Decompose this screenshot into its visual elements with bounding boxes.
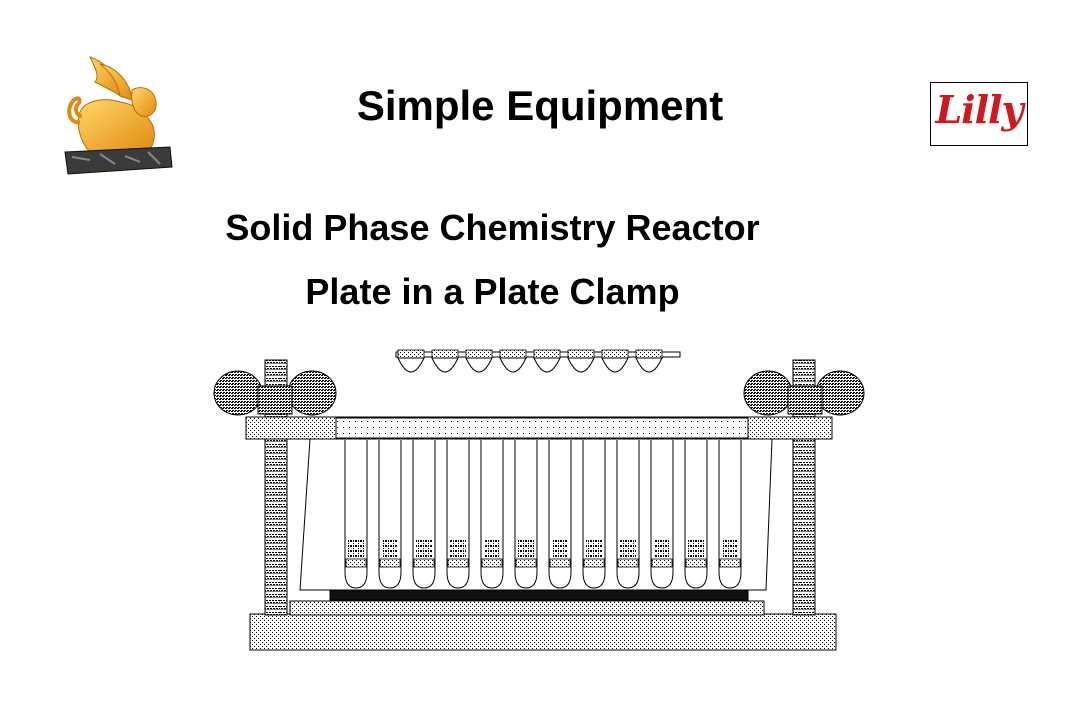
sphinx-logo-icon — [64, 56, 173, 175]
resin-bed — [518, 540, 534, 557]
resin-bed — [688, 540, 704, 557]
lilly-logo-text: Lilly — [935, 87, 1023, 132]
slide-title: Simple Equipment — [356, 82, 724, 129]
top-well — [499, 349, 527, 373]
top-well — [601, 349, 629, 373]
resin-bed — [416, 540, 432, 557]
resin-bed — [722, 540, 738, 557]
resin-bed — [348, 540, 364, 557]
top-well — [635, 349, 663, 373]
base-step — [289, 600, 765, 616]
reaction-tube — [446, 440, 470, 589]
frit — [549, 558, 571, 568]
frit — [481, 558, 503, 568]
frit — [413, 558, 435, 568]
reaction-tube — [548, 440, 572, 589]
frit — [617, 558, 639, 568]
right-wing-nut-icon — [743, 370, 865, 416]
top-well — [397, 349, 425, 373]
left-wing-nut-icon — [213, 370, 337, 416]
frit — [583, 558, 605, 568]
frit — [345, 558, 367, 568]
subtitle-line-2: Plate in a Plate Clamp — [305, 271, 680, 312]
top-well — [431, 349, 459, 373]
reaction-tube — [684, 440, 708, 589]
resin-bed — [382, 540, 398, 557]
frit — [651, 558, 673, 568]
resin-bed — [484, 540, 500, 557]
reaction-tube — [650, 440, 674, 589]
bottom-plate — [329, 589, 749, 601]
reaction-tube — [378, 440, 402, 589]
reaction-tube — [616, 440, 640, 589]
reaction-tube — [412, 440, 436, 589]
reaction-tube — [582, 440, 606, 589]
resin-bed — [450, 540, 466, 557]
top-well — [567, 349, 595, 373]
resin-bed — [654, 540, 670, 557]
reaction-tube — [718, 440, 742, 589]
resin-bed — [586, 540, 602, 557]
reaction-tube — [480, 440, 504, 589]
frit — [515, 558, 537, 568]
subtitle-line-1: Solid Phase Chemistry Reactor — [225, 207, 760, 248]
top-wells-strip — [395, 349, 681, 373]
frit — [379, 558, 401, 568]
reaction-tubes — [344, 440, 742, 589]
lilly-logo: Lilly — [930, 82, 1028, 146]
top-well — [465, 349, 493, 373]
resin-bed — [620, 540, 636, 557]
frit — [447, 558, 469, 568]
resin-bed — [552, 540, 568, 557]
frit — [719, 558, 741, 568]
frit — [685, 558, 707, 568]
top-clamp-gasket — [335, 417, 749, 439]
top-well — [533, 349, 561, 373]
base-block — [249, 613, 837, 651]
reaction-tube — [514, 440, 538, 589]
reaction-tube — [344, 440, 368, 589]
